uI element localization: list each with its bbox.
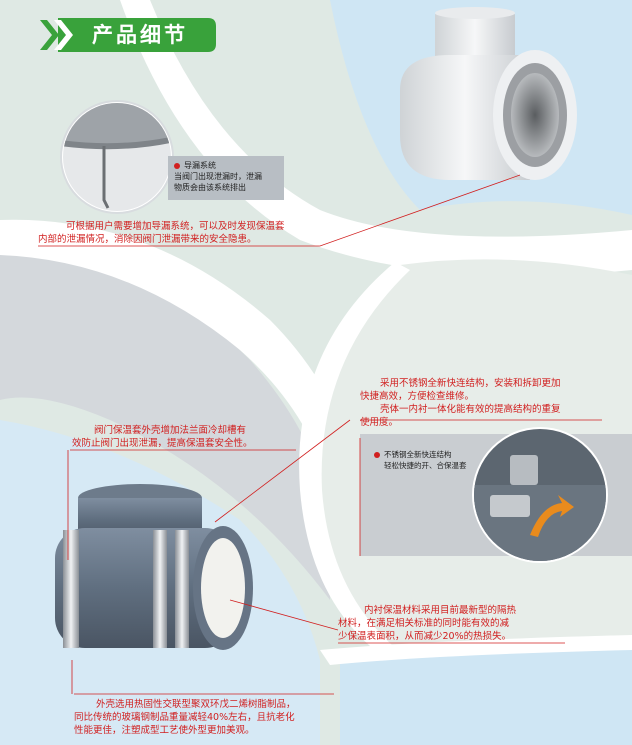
flange-note-line: 效防止阀门出现泄漏，提高保温套安全性。 — [72, 438, 253, 449]
insulation-jacket-image — [55, 484, 253, 650]
shell-note-line: 外壳选用热固性交联型聚双环戊二烯树脂制品， — [96, 699, 296, 710]
valve-tee-image — [400, 7, 577, 180]
shell-note-line: 性能更佳，注塑成型工艺使外型更加美观。 — [74, 725, 255, 736]
drain-system-image — [60, 100, 174, 214]
bullet-icon — [174, 162, 180, 169]
shell-note-line: 同比传统的玻璃钢制品重量减轻40%左右，且抗老化 — [74, 712, 295, 723]
lining-note-line: 内衬保温材料采用目前最新型的隔热 — [364, 605, 517, 616]
steel-callout-line: 轻松快捷的开、合保温套 — [384, 461, 467, 470]
flange-note-line: 阀门保温套外壳增加法兰面冷却槽有 — [94, 425, 247, 436]
shell-note: 外壳选用热固性交联型聚双环戊二烯树脂制品， 同比传统的玻璃钢制品重量减轻40%左… — [74, 698, 334, 737]
drain-note-line: 内部的泄漏情况，消除因阀门泄漏带来的安全隐患。 — [38, 234, 257, 245]
steel-note-line: 壳体一内衬一体化能有效的提高结构的重复 — [380, 404, 561, 415]
steel-callout-line: 不锈钢全新快连结构 — [384, 450, 452, 459]
lining-note-line: 材料，在满足相关标准的同时能有效的减 — [338, 618, 510, 629]
steel-callout: 不锈钢全新快连结构 轻松快捷的开、合保温套 — [370, 446, 480, 476]
lining-note: 内衬保温材料采用目前最新型的隔热 材料，在满足相关标准的同时能有效的减 少保温表… — [338, 604, 568, 643]
section-title: 产品细节 — [92, 23, 188, 47]
drain-callout: 导漏系统 当阀门出现泄漏时，泄漏 物质会由该系统排出 — [168, 156, 284, 200]
steel-note-line: 采用不锈钢全新快连结构，安装和拆卸更加 — [380, 378, 561, 389]
drain-callout-line: 物质会由该系统排出 — [174, 183, 246, 192]
steel-note-line: 快捷高效，方便检查维修。 — [360, 391, 475, 402]
lining-note-line: 少保温表面积，从而减少20%的热损失。 — [338, 631, 512, 642]
steel-note: 采用不锈钢全新快连结构，安装和拆卸更加 快捷高效，方便检查维修。 壳体一内衬一体… — [360, 377, 600, 429]
drain-callout-title: 导漏系统 — [184, 161, 216, 170]
steel-latch-image — [472, 427, 608, 563]
drain-note-line: 可根据用户需要增加导漏系统，可以及时发现保温套 — [66, 221, 285, 232]
drain-callout-line: 当阀门出现泄漏时，泄漏 — [174, 172, 262, 181]
flange-note: 阀门保温套外壳增加法兰面冷却槽有 效防止阀门出现泄漏，提高保温套安全性。 — [72, 424, 312, 450]
bullet-icon — [374, 452, 380, 458]
drain-note: 可根据用户需要增加导漏系统，可以及时发现保温套 内部的泄漏情况，消除因阀门泄漏带… — [38, 220, 328, 246]
steel-note-line: 使用度。 — [360, 417, 399, 428]
header-banner — [40, 18, 216, 52]
